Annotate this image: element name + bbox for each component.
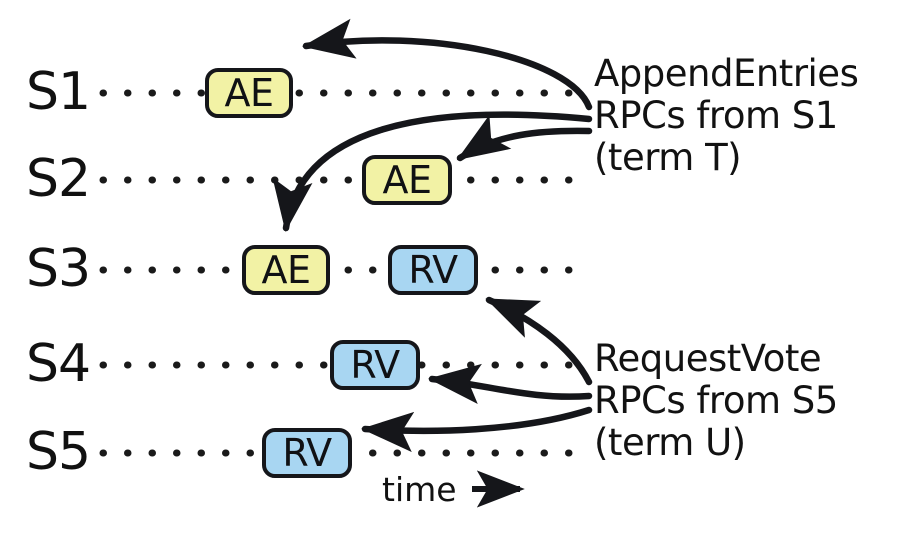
annotation-request-vote-line1: RequestVote [594, 337, 822, 380]
append-entries-arrows [272, 18, 593, 232]
server-label-s2: S2 [26, 149, 91, 209]
message-box-ae-s3[interactable]: AE [242, 245, 330, 295]
annotation-request-vote-line3: (term U) [594, 421, 746, 464]
arrow-request-vote-to-s3 [485, 296, 593, 386]
annotation-request-vote-line2: RPCs from S5 [594, 379, 838, 422]
server-label-s4: S4 [26, 334, 91, 394]
server-label-s5: S5 [26, 422, 91, 482]
time-axis-label: time [382, 470, 457, 509]
annotation-append-entries-line1: AppendEntries [594, 52, 859, 95]
message-box-rv-s5[interactable]: RV [262, 428, 352, 478]
server-label-s3: S3 [26, 239, 91, 299]
message-box-ae-s1[interactable]: AE [205, 68, 293, 118]
arrow-request-vote-to-s5 [361, 406, 593, 453]
message-box-ae-s2[interactable]: AE [362, 155, 452, 205]
arrow-append-entries-to-s3 [272, 111, 593, 232]
annotation-append-entries-line3: (term T) [594, 136, 742, 179]
message-box-rv-s3[interactable]: RV [388, 245, 478, 295]
arrow-request-vote-to-s4 [428, 363, 593, 405]
server-timelines [99, 89, 576, 457]
annotation-append-entries-line2: RPCs from S1 [594, 94, 838, 137]
arrow-append-entries-to-s2 [456, 114, 593, 162]
annotation-append-entries: AppendEntries RPCs from S1 (term T) [594, 52, 859, 179]
request-vote-arrows [361, 296, 593, 453]
arrow-append-entries-to-s1 [302, 18, 593, 111]
annotation-request-vote: RequestVote RPCs from S5 (term U) [594, 338, 838, 464]
server-label-s1: S1 [26, 62, 91, 122]
message-box-rv-s4[interactable]: RV [330, 340, 420, 390]
